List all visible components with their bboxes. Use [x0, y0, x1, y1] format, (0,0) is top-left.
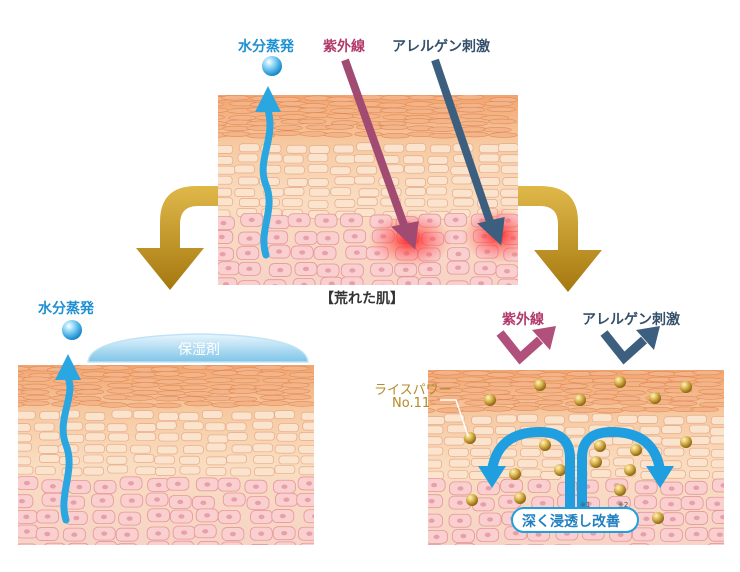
rice-power-particle: [534, 379, 546, 391]
top-allergen-arrow: [431, 58, 494, 224]
rice-power-particle: [574, 394, 586, 406]
gold-arrow-left: [136, 186, 218, 290]
rice-power-particle: [649, 392, 661, 404]
rice-power-particle: [594, 440, 606, 452]
note-mark-2: ※2: [618, 501, 629, 509]
rice-power-particle: [624, 464, 636, 476]
left-skin-panel: [18, 365, 314, 545]
rice-power-particle: [554, 464, 566, 476]
right-uv-deflected-arrow: [496, 330, 544, 365]
top-uv-arrow: [341, 58, 408, 227]
rice-power-particle: [614, 376, 626, 388]
moisturizer-label: 保湿剤: [178, 342, 220, 358]
right-uv-arrowhead: [532, 326, 556, 350]
rice-power-particle: [652, 512, 664, 524]
top-evaporation-arrowhead: [255, 86, 281, 112]
rice-power-particle: [514, 492, 526, 504]
top-uv-label: 紫外線: [323, 39, 365, 55]
left-water-droplet: [62, 320, 82, 340]
left-evaporation-arrowhead: [55, 354, 81, 380]
right-allergen-arrowhead: [636, 326, 660, 350]
penetration-arrowhead-right: [646, 466, 674, 488]
rice-power-particle: [484, 394, 496, 406]
right-allergen-label: アレルゲン刺激: [582, 312, 680, 328]
top-water-droplet: [262, 56, 282, 76]
rice-power-particle: [509, 468, 521, 480]
left-evaporation-label: 水分蒸発: [38, 301, 94, 317]
penetration-label: 深く浸透し改善: [522, 514, 620, 530]
top-allergen-arrowhead: [477, 217, 505, 246]
left-evaporation-arrow: [59, 374, 74, 524]
ingredient-leader-line: [440, 399, 469, 437]
rice-power-particle: [464, 432, 476, 444]
rice-power-particle: [614, 484, 626, 496]
top-evaporation-arrow: [259, 106, 274, 259]
top-caption: 【荒れた肌】: [320, 291, 404, 307]
ingredient-label-line2: No.11: [392, 396, 431, 411]
right-allergen-deflected-arrow: [600, 330, 648, 365]
ingredient-label-line1: ライスパワー: [374, 383, 452, 398]
gold-arrow-right: [518, 186, 602, 292]
rice-power-particle: [590, 456, 602, 468]
rice-power-particle: [630, 444, 642, 456]
penetration-label-box: [511, 507, 639, 533]
rice-power-particle: [680, 381, 692, 393]
rice-power-particle: [466, 494, 478, 506]
rice-power-particle: [539, 439, 551, 451]
right-uv-label: 紫外線: [502, 312, 544, 328]
top-uv-arrowhead: [391, 221, 419, 250]
top-allergen-label: アレルゲン刺激: [392, 39, 490, 55]
penetration-arrow-left: [487, 426, 575, 515]
note-mark-1: ※1: [580, 501, 591, 509]
penetration-arrow-right: [577, 426, 665, 515]
moisturizer-film: [87, 333, 309, 363]
rice-power-particle: [680, 436, 692, 448]
penetration-arrowhead-left: [478, 466, 506, 488]
top-evaporation-label: 水分蒸発: [238, 39, 294, 55]
